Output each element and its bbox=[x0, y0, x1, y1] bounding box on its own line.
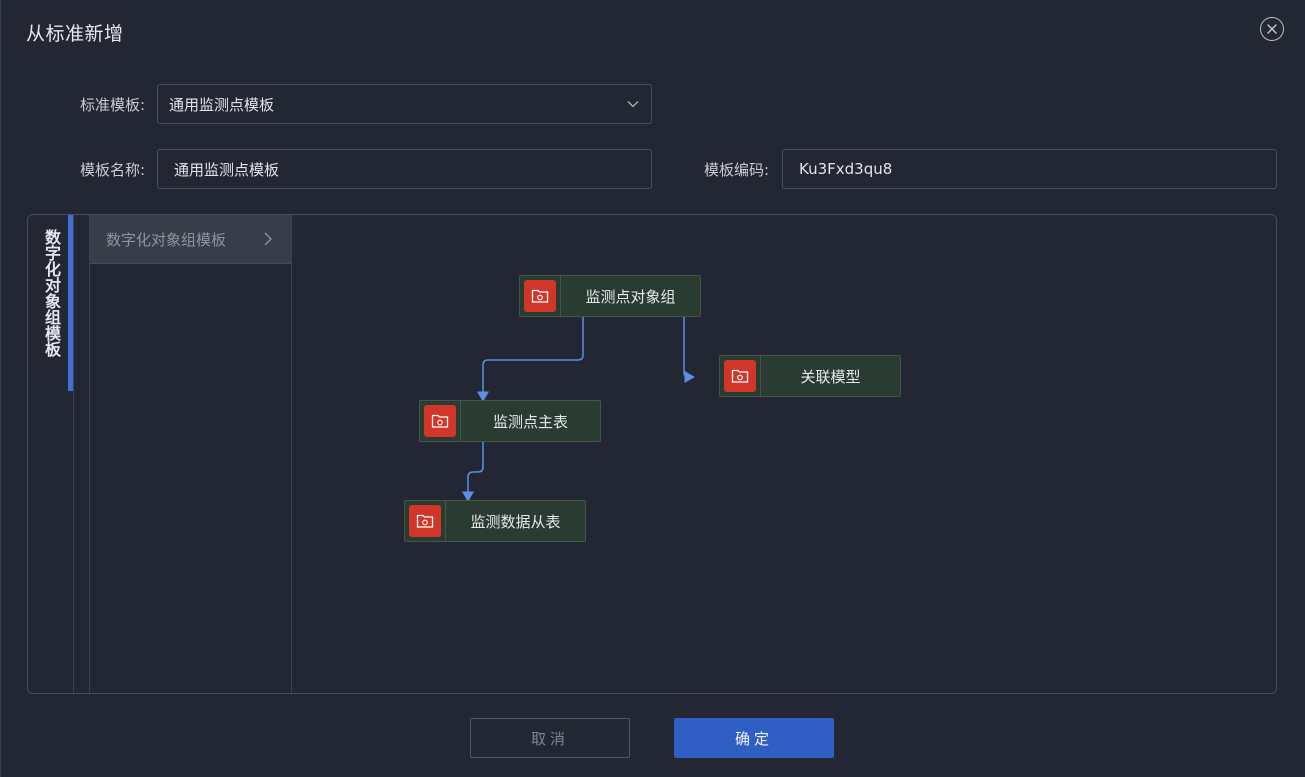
close-icon bbox=[1267, 24, 1277, 34]
node-separator bbox=[760, 356, 761, 396]
folder-sync-icon bbox=[409, 505, 441, 537]
divider bbox=[89, 215, 90, 693]
node-label: 监测数据从表 bbox=[470, 512, 561, 531]
diagram-links bbox=[462, 295, 695, 502]
vertical-tab-label: 数字化对象组模板 bbox=[42, 229, 61, 357]
group-list-item-label: 数字化对象组模板 bbox=[106, 230, 227, 249]
confirm-button[interactable]: 确定 bbox=[674, 718, 834, 758]
name-input-value: 通用监测点模板 bbox=[174, 160, 280, 179]
node-monitor-main-table[interactable]: 监测点主表 bbox=[419, 400, 601, 442]
node-separator bbox=[560, 276, 561, 316]
code-input-value: Ku3Fxd3qu8 bbox=[799, 160, 893, 178]
node-label: 监测点主表 bbox=[492, 412, 568, 431]
folder-sync-icon bbox=[724, 360, 756, 392]
folder-sync-icon bbox=[524, 280, 556, 312]
link-group-to-main bbox=[477, 317, 584, 402]
vertical-tab-indicator bbox=[68, 215, 73, 391]
chevron-down-icon bbox=[627, 101, 639, 108]
vertical-tab[interactable]: 数字化对象组模板 bbox=[28, 215, 74, 391]
folder-sync-icon bbox=[424, 405, 456, 437]
node-monitor-object-group[interactable]: 监测点对象组 bbox=[519, 275, 701, 317]
node-separator bbox=[460, 401, 461, 441]
template-panel: 数字化对象组模板 数字化对象组模板 bbox=[27, 214, 1277, 694]
dialog-title: 从标准新增 bbox=[26, 23, 124, 45]
diagram-canvas: 监测点对象组 关联模型 监测点主表 bbox=[292, 215, 1276, 693]
link-main-to-data bbox=[462, 442, 484, 502]
code-input[interactable]: Ku3Fxd3qu8 bbox=[782, 149, 1277, 189]
template-select-value: 通用监测点模板 bbox=[169, 95, 275, 114]
node-monitor-data-detail[interactable]: 监测数据从表 bbox=[404, 500, 586, 542]
cancel-button[interactable]: 取消 bbox=[470, 718, 630, 758]
name-label: 模板名称: bbox=[80, 161, 146, 179]
node-separator bbox=[445, 501, 446, 541]
node-label: 关联模型 bbox=[800, 367, 861, 386]
close-button[interactable] bbox=[1260, 17, 1284, 41]
code-label: 模板编码: bbox=[704, 161, 770, 179]
node-label: 监测点对象组 bbox=[585, 287, 676, 306]
node-relation-model[interactable]: 关联模型 bbox=[719, 355, 901, 397]
template-label: 标准模板: bbox=[80, 96, 146, 114]
group-list-item[interactable]: 数字化对象组模板 bbox=[90, 215, 291, 264]
name-input[interactable]: 通用监测点模板 bbox=[157, 149, 652, 189]
chevron-right-icon bbox=[264, 232, 272, 246]
divider bbox=[291, 215, 292, 693]
divider bbox=[73, 215, 74, 693]
template-select[interactable]: 通用监测点模板 bbox=[157, 84, 652, 124]
